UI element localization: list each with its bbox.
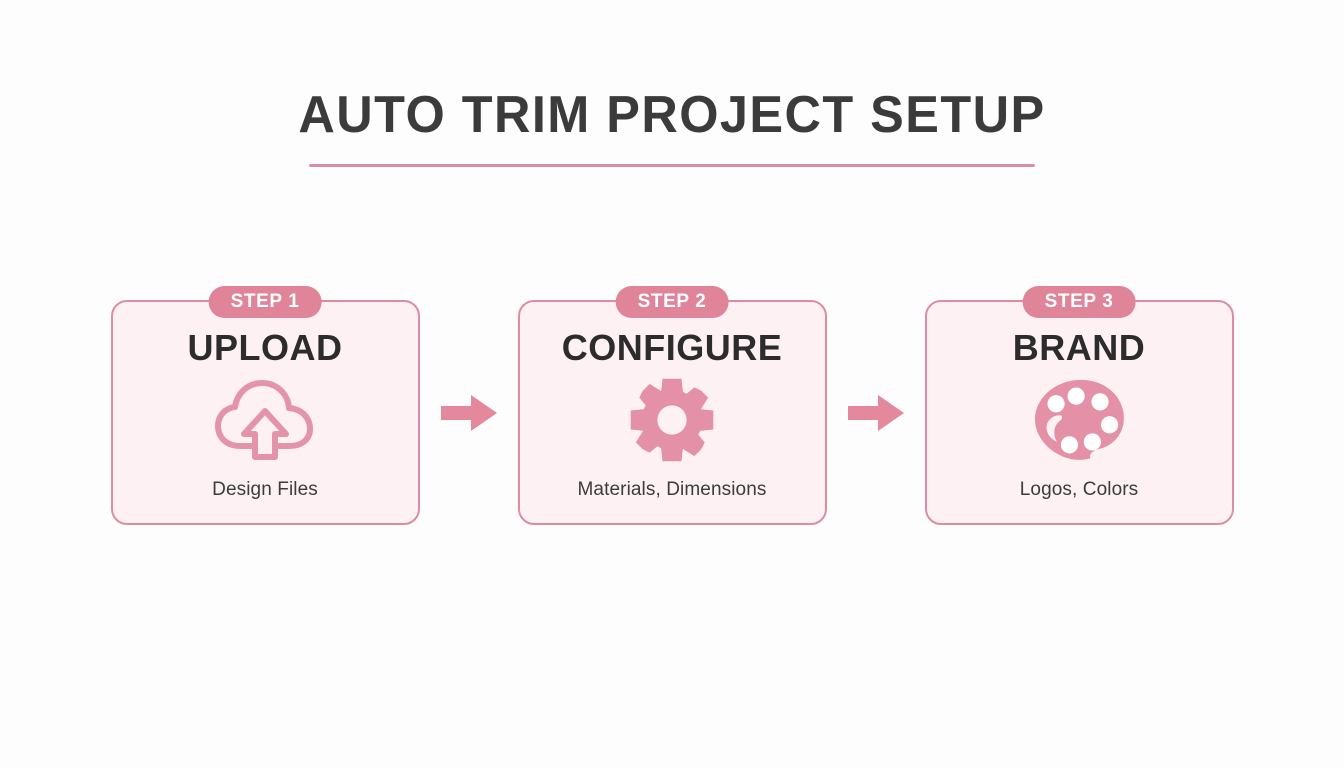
step-caption: Design Files: [212, 479, 318, 500]
title-block: AUTO TRIM PROJECT SETUP: [0, 88, 1344, 167]
arrow-right-icon: [440, 394, 497, 431]
arrow-head: [470, 394, 497, 431]
connector-2: [827, 300, 925, 525]
step-title: CONFIGURE: [561, 327, 783, 368]
step-badge: STEP 3: [1022, 286, 1136, 318]
step-caption: Materials, Dimensions: [577, 479, 767, 500]
connector-1: [420, 300, 518, 525]
step-icon-wrap: [520, 366, 825, 479]
gear-icon: [629, 377, 715, 468]
process-flow: STEP 1 UPLOAD Design Files: [0, 286, 1344, 525]
arrow-head: [877, 394, 904, 431]
title-underline: [309, 163, 1035, 167]
page-title: AUTO TRIM PROJECT SETUP: [298, 86, 1046, 144]
step-caption: Logos, Colors: [1019, 479, 1139, 500]
arrow-right-icon: [847, 394, 904, 431]
step-card-upload[interactable]: STEP 1 UPLOAD Design Files: [110, 286, 420, 525]
step-card-configure[interactable]: STEP 2 CONFIGURE: [517, 286, 827, 525]
arrow-shaft: [440, 405, 473, 420]
step-badge: STEP 1: [208, 286, 322, 318]
arrow-shaft: [847, 405, 880, 420]
step-card-brand[interactable]: STEP 3 BRAND Logos, Colors: [924, 286, 1234, 525]
step-badge: STEP 2: [615, 286, 729, 318]
step-title: BRAND: [1012, 327, 1146, 368]
step-icon-wrap: [113, 366, 418, 479]
palette-icon: [1031, 377, 1127, 468]
step-title: UPLOAD: [187, 327, 343, 368]
cloud-upload-icon: [210, 378, 320, 467]
step-icon-wrap: [927, 366, 1232, 479]
